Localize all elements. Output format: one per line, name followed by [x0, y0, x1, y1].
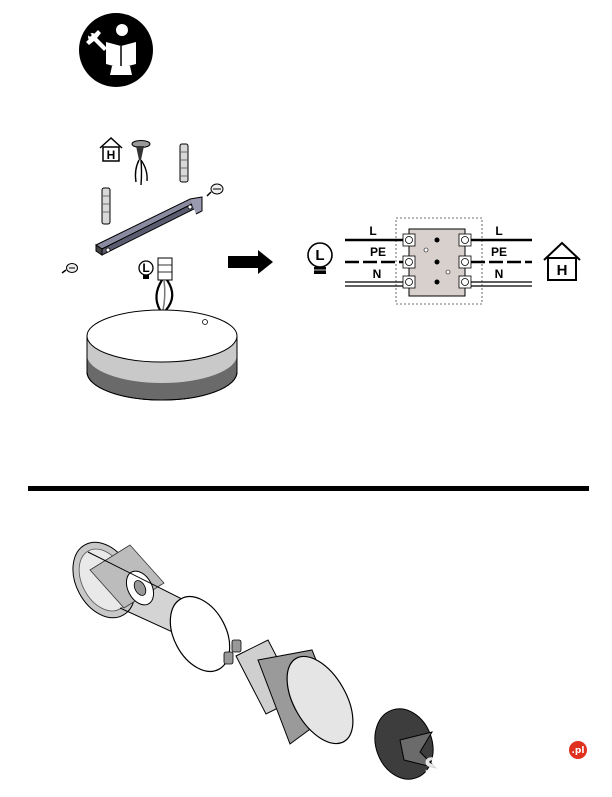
lamp-icon-letter: L	[315, 247, 324, 264]
house-cable	[131, 140, 151, 186]
lamp-connector	[155, 257, 174, 311]
lamp-wire-label-L: L	[369, 224, 376, 238]
lamp-icon-letter-small: L	[142, 261, 149, 275]
house-wire-label-PE: PE	[491, 245, 507, 259]
house-wire-label-L: L	[495, 224, 502, 238]
wall-plug-right	[179, 143, 189, 183]
house-wire-label-N: N	[495, 267, 504, 281]
house-h-icon: H	[99, 136, 123, 162]
watermark-text: Sprzedajemy	[424, 755, 585, 780]
screw-right	[206, 183, 224, 197]
glass-shade	[72, 541, 231, 672]
wall-plug-left	[101, 187, 111, 225]
watermark-suffix: .pl	[572, 746, 585, 756]
lamp-wire-label-N: N	[373, 267, 382, 281]
retaining-ring	[374, 708, 438, 780]
lamp-side-wires	[345, 238, 403, 287]
lamp-wire-label-PE: PE	[370, 245, 386, 259]
house-side-wires	[471, 238, 532, 287]
section-divider	[28, 486, 589, 491]
gu10-bulb	[223, 639, 354, 745]
lamp-l-icon-small: L	[138, 260, 154, 279]
right-arrow-icon	[228, 250, 273, 274]
house-icon-letter-large: H	[557, 262, 568, 279]
ceiling-canopy	[86, 309, 238, 401]
watermark: Sprzedajemy .pl	[424, 741, 587, 780]
house-icon-letter: H	[107, 148, 116, 162]
mounting-bracket	[94, 196, 203, 256]
lamp-l-icon: L	[307, 242, 333, 274]
screw-left	[61, 263, 78, 274]
read-manual-icon	[79, 13, 153, 87]
terminal-block	[402, 228, 472, 297]
house-h-icon: H	[543, 241, 581, 281]
